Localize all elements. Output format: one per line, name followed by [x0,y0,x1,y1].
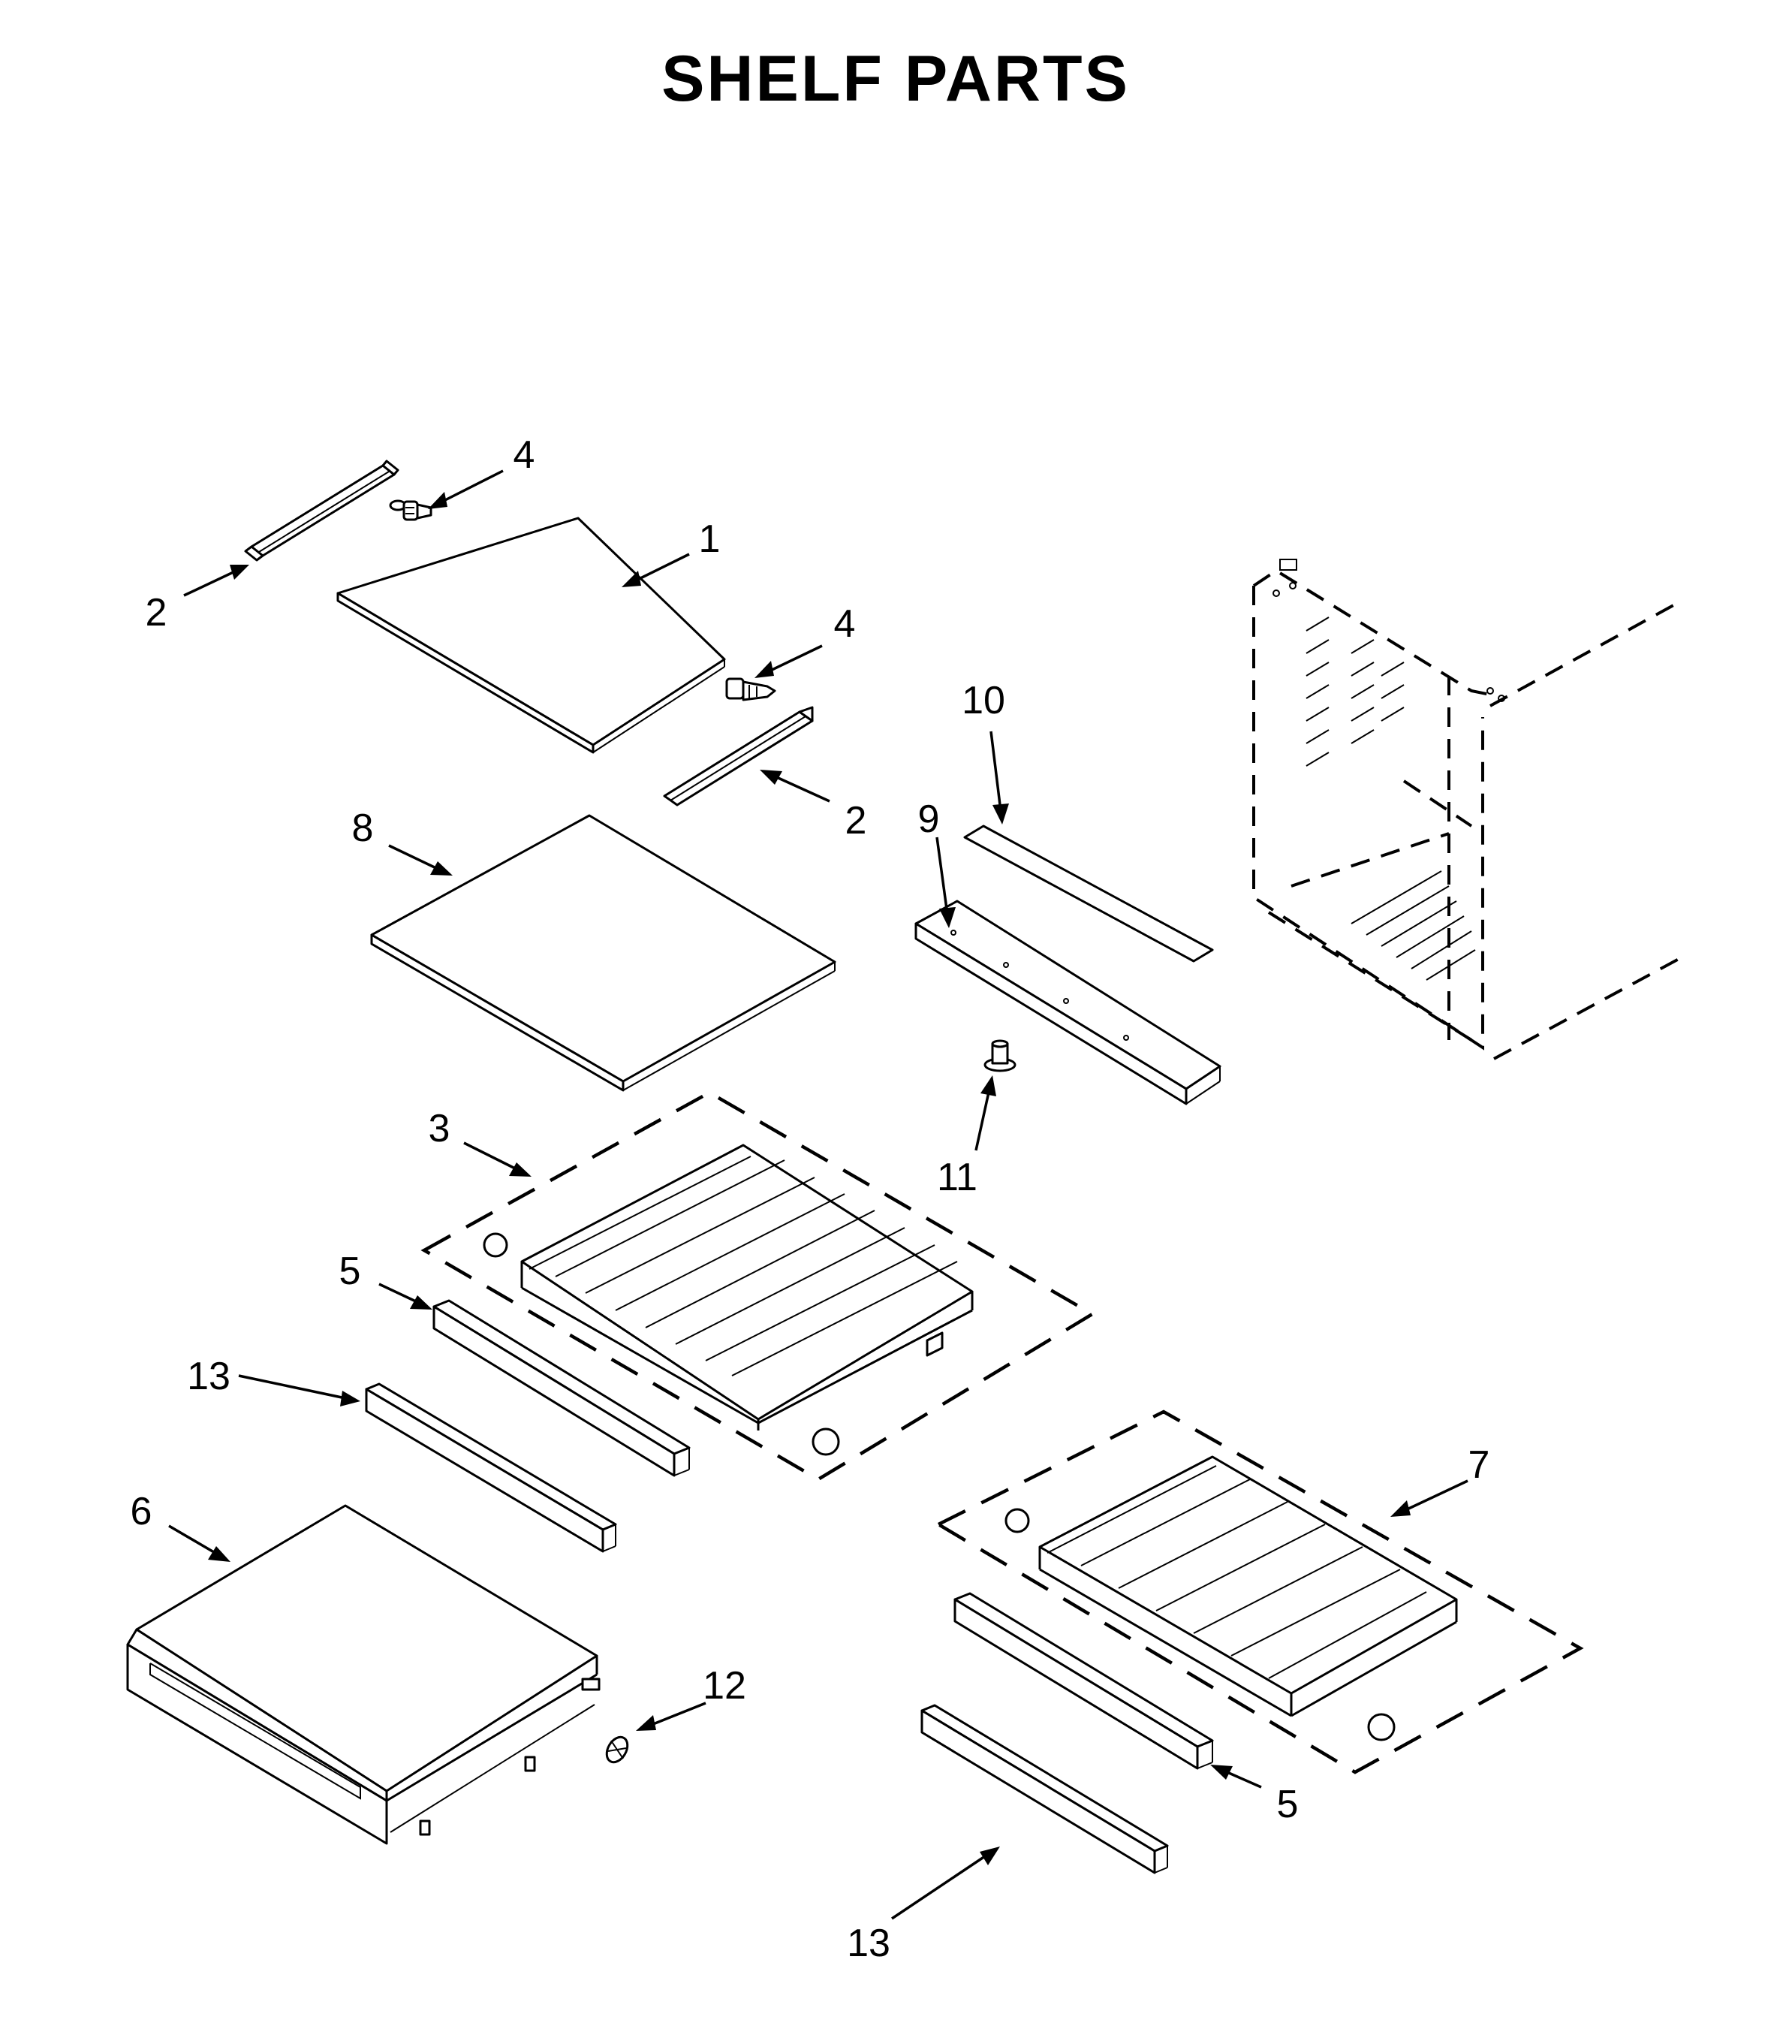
part-5-trim-left [432,1299,691,1477]
callout-1: 1 [699,517,721,561]
callout-5-left: 5 [339,1250,361,1293]
part-3-drawer-region [420,1090,1096,1482]
part-11-foot [983,1039,1016,1072]
callout-6: 6 [131,1490,152,1533]
part-2-rail-left [244,460,399,562]
callout-2-right: 2 [845,799,867,843]
callout-13-right: 13 [847,1922,890,1965]
cabinet-outline [1252,559,1682,1060]
callout-4-mid: 4 [834,602,856,646]
callout-labels: 1 2 2 3 4 4 5 5 6 7 8 9 10 11 12 13 13 [131,433,1490,1965]
part-13-trim-left [365,1382,617,1553]
callout-9: 9 [918,797,940,841]
part-7-drawer-region [935,1409,1584,1774]
callout-4-top: 4 [514,433,535,477]
callout-7: 7 [1468,1443,1490,1487]
diagram-title: SHELF PARTS [661,43,1130,115]
part-6-drawer [126,1504,601,1845]
callout-13-left: 13 [187,1355,230,1398]
leader-lines [168,469,1468,1920]
part-3-drawer-frame [520,1144,974,1430]
callout-2-left: 2 [146,591,167,635]
part-2-rail-right [663,706,814,806]
callout-12: 12 [703,1664,746,1708]
callout-10: 10 [962,679,1005,722]
callout-8: 8 [352,806,374,850]
part-10-trim-strip [963,825,1214,963]
part-8-shelf [370,814,836,1092]
part-12-wheel [605,1735,629,1764]
callout-5-right: 5 [1277,1783,1299,1826]
part-1-glass-shelf [336,517,726,754]
part-5-trim-right [953,1592,1214,1770]
part-7-drawer-frame [1038,1455,1458,1717]
part-4-screw-mid [725,677,776,701]
part-4-screw-top [389,499,432,521]
callout-3: 3 [429,1107,450,1150]
callout-11: 11 [937,1156,977,1199]
part-13-trim-right [920,1704,1169,1874]
